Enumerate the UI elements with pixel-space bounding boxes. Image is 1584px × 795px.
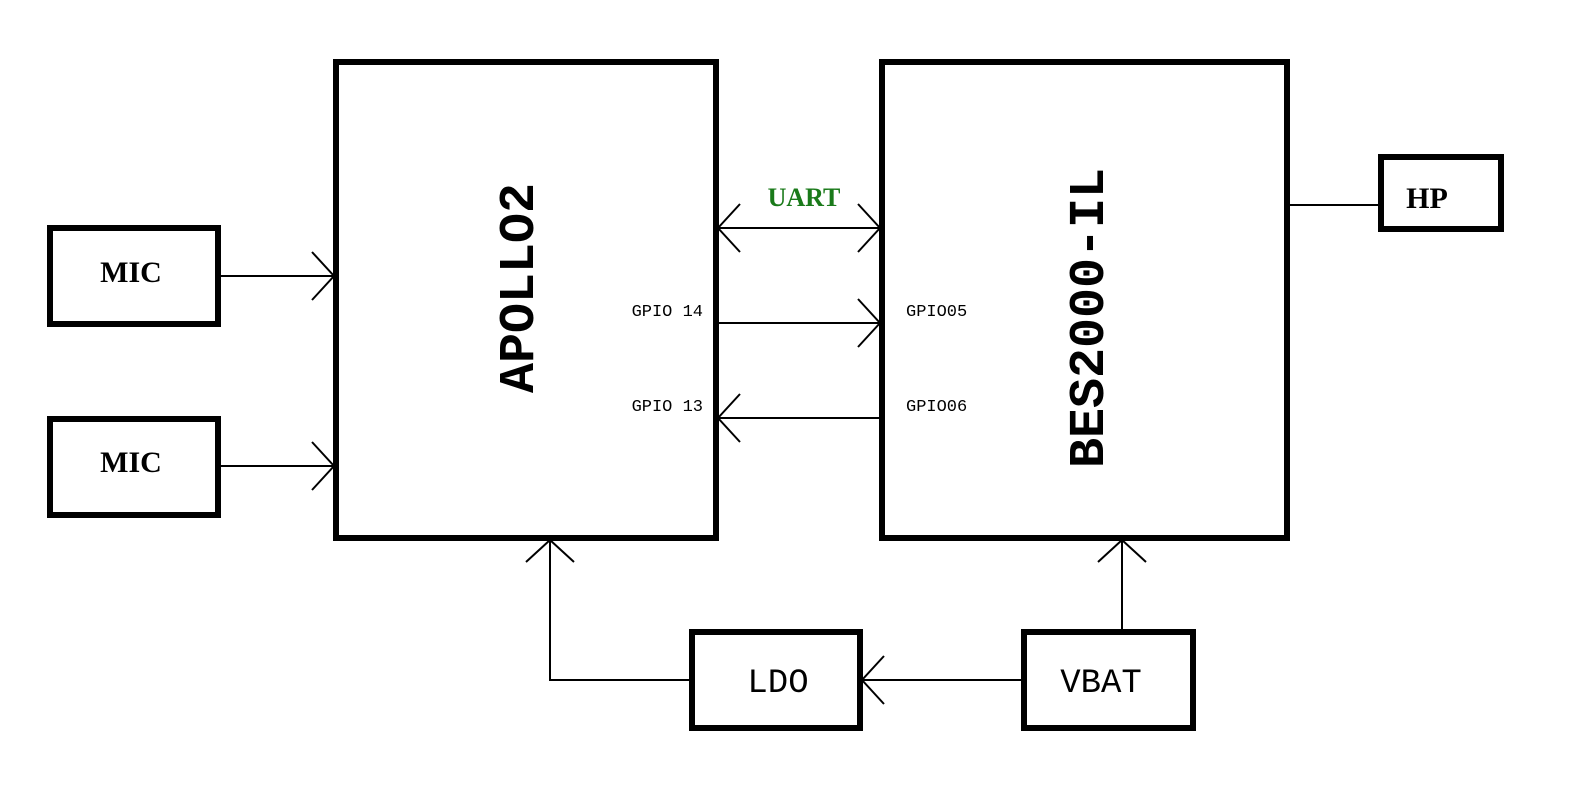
gpio06-label: GPIO06 <box>906 398 967 417</box>
gpio14-label: GPIO 14 <box>632 303 703 322</box>
gpio14-to-gpio05-arrow <box>718 298 882 348</box>
uart-label: UART <box>768 183 841 212</box>
ldo-block: LDO <box>689 629 863 731</box>
bes2000-block: BES2000-IL <box>879 59 1290 541</box>
mic-label-top: MIC <box>100 256 162 289</box>
mic-block-top: MIC <box>47 225 221 327</box>
ldo-label: LDO <box>747 665 808 703</box>
ldo-to-apollo-arrow <box>525 538 690 681</box>
vbat-to-ldo-arrow <box>860 655 1022 705</box>
apollo2-label: APOLLO2 <box>492 183 549 393</box>
hp-block: HP <box>1378 154 1504 232</box>
vbat-block: VBAT <box>1021 629 1196 731</box>
mic-block-bottom: MIC <box>47 416 221 518</box>
mic2-to-apollo-arrow <box>218 441 336 491</box>
mic-label-bottom: MIC <box>100 446 162 479</box>
gpio05-label: GPIO05 <box>906 303 967 322</box>
gpio06-to-gpio13-arrow <box>716 393 880 443</box>
hp-label: HP <box>1406 182 1448 215</box>
uart-link-arrow <box>716 203 882 253</box>
mic1-to-apollo-arrow <box>218 251 336 301</box>
vbat-to-bes-arrow <box>1097 538 1147 630</box>
bes2000-label: BES2000-IL <box>1062 168 1119 468</box>
vbat-label: VBAT <box>1060 665 1142 703</box>
gpio13-label: GPIO 13 <box>632 398 703 417</box>
apollo2-block: APOLLO2 <box>333 59 719 541</box>
